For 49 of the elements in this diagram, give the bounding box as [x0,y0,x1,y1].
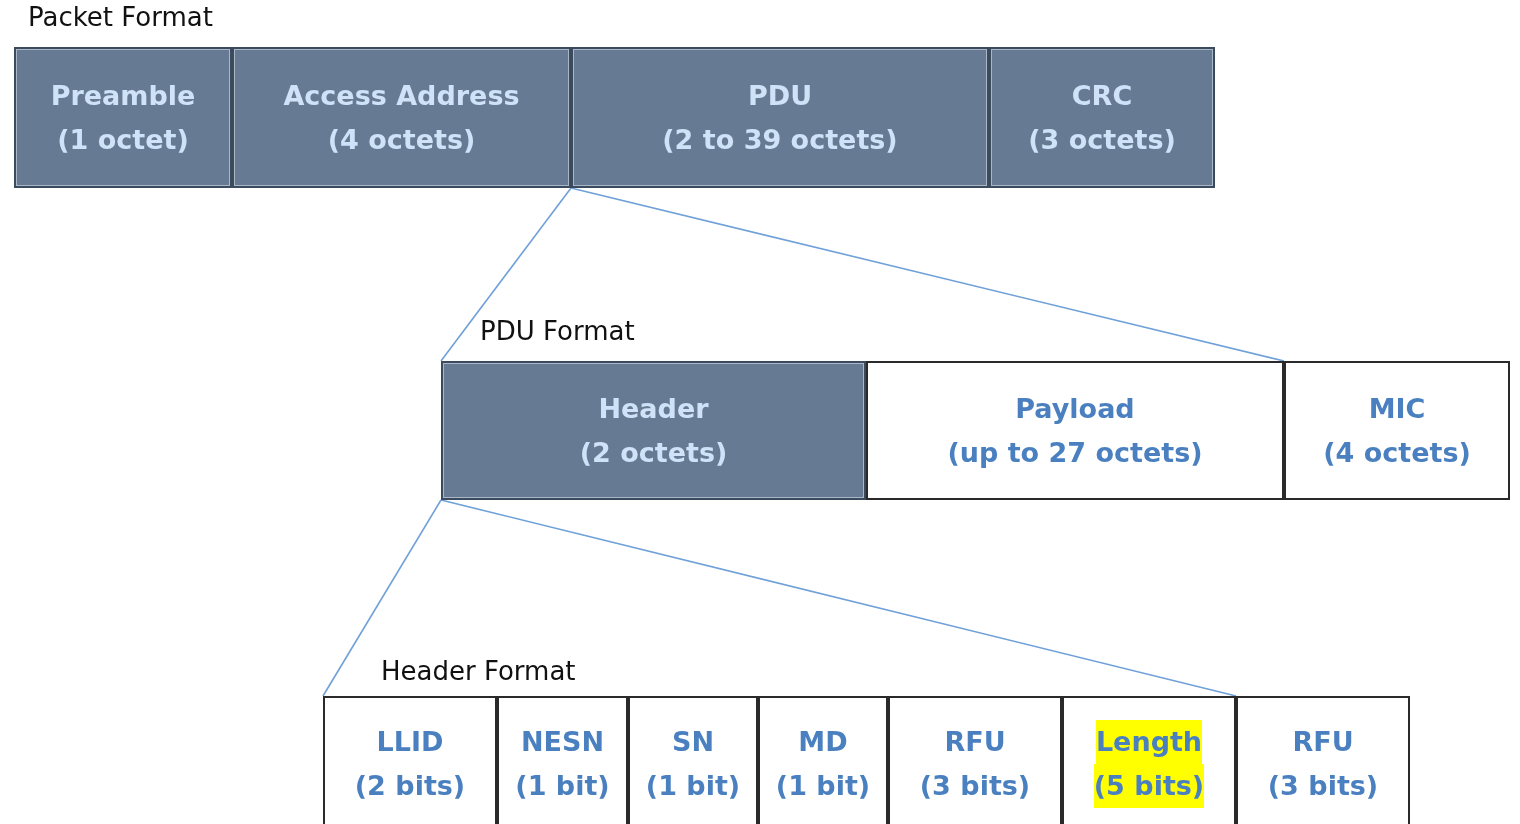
field-name: RFU [1292,725,1354,759]
field-name: Length [1095,720,1203,764]
field-cell [888,696,1062,824]
field-cell [497,696,628,824]
field-name: Preamble [50,78,196,113]
field-name: CRC [1071,78,1133,113]
field-cell [628,696,758,824]
field-name: RFU [944,725,1006,759]
field-cell [571,47,989,188]
field-name: SN [671,725,714,759]
field-name: PDU [747,78,813,113]
field-size: (3 octets) [1028,122,1176,157]
field-size: (5 bits) [1093,764,1205,808]
field-name: LLID [376,725,444,759]
field-size: (4 octets) [1323,435,1471,470]
field-cell [232,47,571,188]
field-cell [1284,361,1510,500]
field-cell [866,361,1284,500]
field-cell [441,361,866,500]
field-size: (4 octets) [327,122,476,157]
format-title: PDU Format [480,316,635,346]
field-cell [1062,696,1236,824]
expansion-line [322,499,442,697]
field-cell [989,47,1215,188]
format-title: Packet Format [28,2,213,32]
field-name: NESN [520,725,605,759]
field-size: (3 bits) [1267,769,1379,803]
field-cell [1236,696,1410,824]
field-cell [14,47,232,188]
field-size: (2 octets) [579,435,728,470]
field-size: (1 octet) [57,122,189,157]
field-name: Access Address [283,78,520,113]
format-title: Header Format [381,656,576,686]
expansion-line [570,187,1285,362]
field-name: Payload [1015,391,1135,426]
expansion-line [440,499,1237,697]
field-size: (3 bits) [919,769,1031,803]
field-name: Header [598,391,709,426]
field-size: (1 bit) [775,769,871,803]
field-size: (2 to 39 octets) [662,122,898,157]
field-size: (1 bit) [645,769,741,803]
field-cell [758,696,888,824]
field-size: (2 bits) [354,769,466,803]
expansion-line [440,187,572,362]
field-size: (1 bit) [515,769,610,803]
field-name: MIC [1368,391,1426,426]
field-size: (up to 27 octets) [947,435,1203,470]
field-cell [323,696,497,824]
field-name: MD [798,725,848,759]
